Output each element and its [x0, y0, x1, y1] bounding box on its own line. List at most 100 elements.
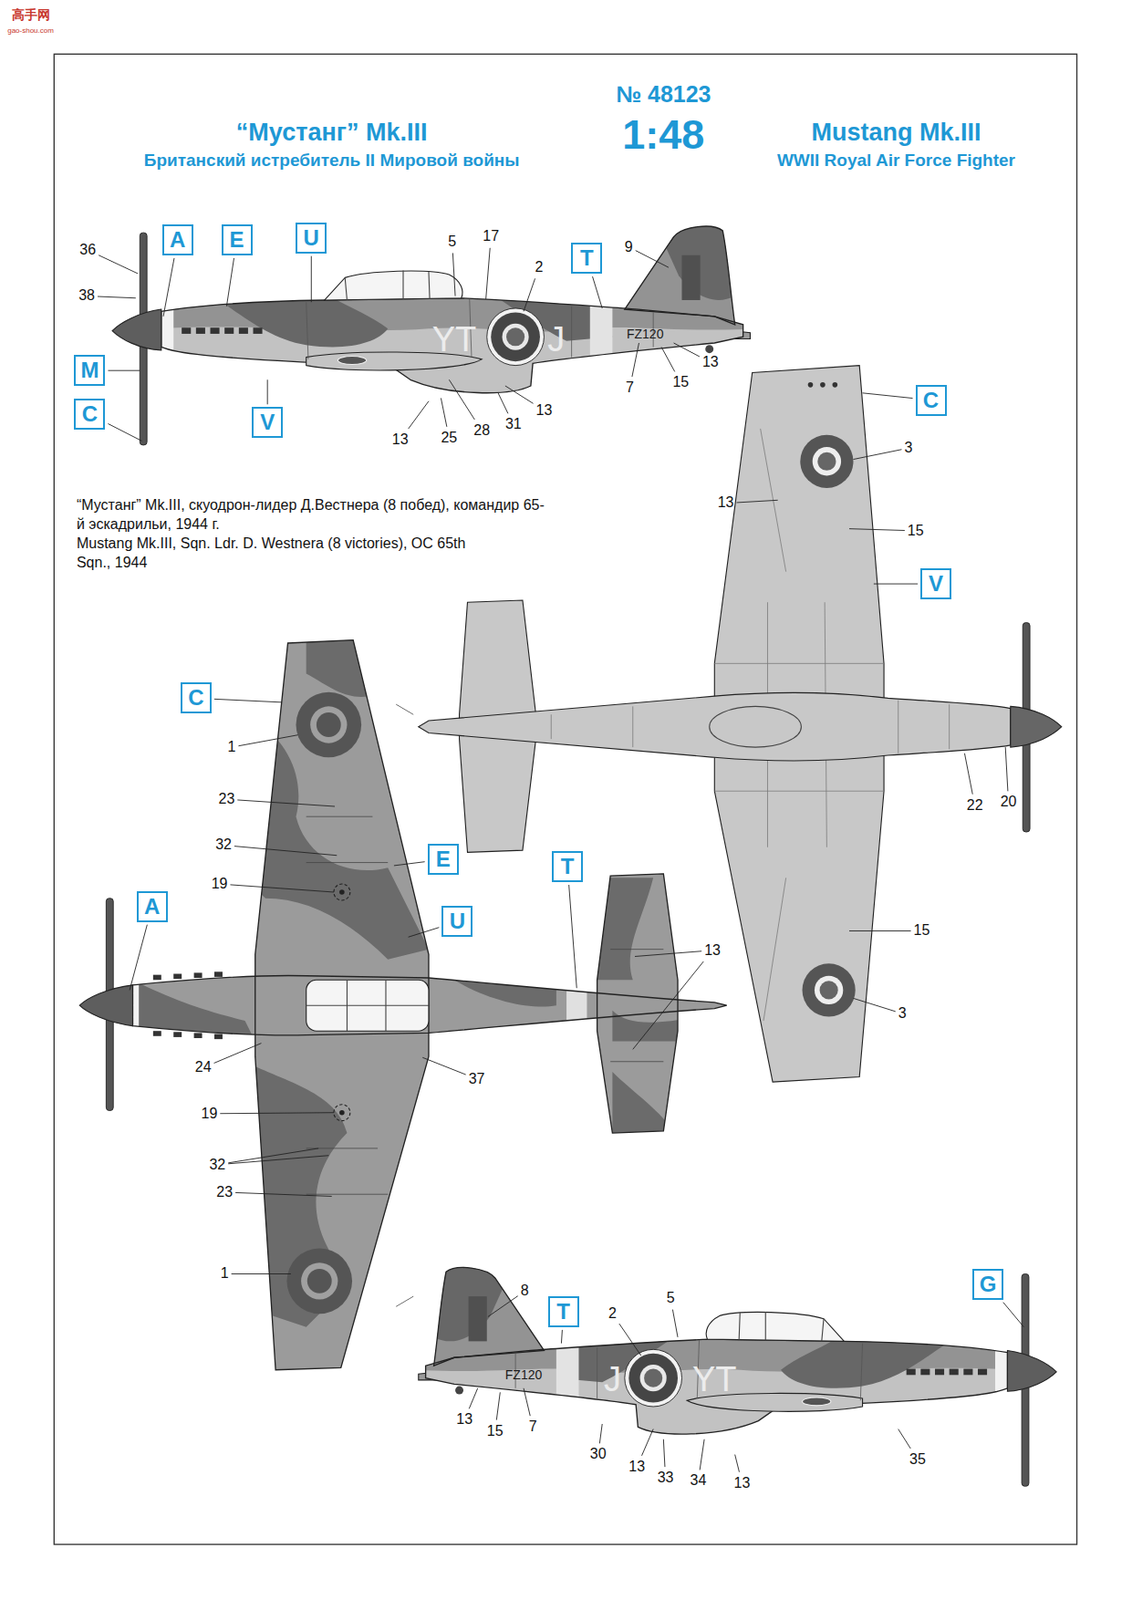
- letter-callout-box: E: [427, 843, 459, 875]
- letter-callout-box: C: [73, 398, 105, 430]
- tailplane-outline: [597, 873, 678, 1133]
- exhaust: [173, 1031, 182, 1038]
- letter-callout-box: G: [972, 1268, 1004, 1300]
- callout-letter: C: [922, 386, 941, 415]
- leader-line: [486, 248, 491, 300]
- english-title: Mustang Mk.III: [810, 118, 981, 147]
- leader-line: [238, 735, 298, 747]
- exhaust-stacks: [181, 327, 262, 334]
- leader-line: [1003, 1302, 1025, 1328]
- letter-callout-box: V: [920, 568, 952, 600]
- leader-line: [107, 424, 142, 442]
- leader-line: [488, 1296, 519, 1318]
- callout-number: 31: [505, 415, 522, 433]
- leader-line: [228, 1148, 319, 1164]
- leader-line: [898, 1429, 912, 1449]
- callout-number: 38: [78, 287, 95, 304]
- callout-letter: G: [978, 1270, 997, 1299]
- exhaust: [214, 1034, 223, 1040]
- caption-text-english: Mustang Mk.III, Sqn. Ldr. D. Westnera (8…: [76, 533, 469, 572]
- leader-line: [599, 1423, 603, 1444]
- light: [808, 382, 814, 388]
- exhaust: [224, 327, 234, 334]
- leader-line: [873, 583, 918, 585]
- letter-callout-box: E: [221, 224, 253, 256]
- roundel-ring: [310, 706, 347, 743]
- leader-line: [231, 1273, 291, 1275]
- roundel-ring: [799, 435, 853, 489]
- callout-number: 8: [520, 1282, 530, 1299]
- leader-line: [234, 846, 337, 856]
- callout-number: 23: [218, 790, 236, 808]
- letter-callout-box: C: [180, 682, 212, 714]
- callout-number: 30: [590, 1445, 607, 1463]
- leader-line: [452, 252, 456, 296]
- leader-line: [737, 499, 779, 503]
- leader-line: [735, 1454, 740, 1473]
- callout-number: 17: [482, 228, 499, 245]
- callout-number: 22: [966, 797, 984, 814]
- leader-line: [523, 278, 536, 312]
- leader-line: [569, 884, 578, 988]
- callout-number: 19: [200, 1105, 218, 1122]
- callout-number: 32: [208, 1156, 226, 1174]
- squadron-code: YT: [432, 320, 478, 361]
- letter-callout-box: T: [571, 242, 603, 274]
- roundel-ring: [490, 311, 541, 362]
- leader-line: [129, 924, 147, 991]
- fuselage-outline: [132, 976, 727, 1036]
- leader-line: [229, 884, 333, 893]
- letter-callout-box: A: [162, 224, 194, 256]
- side-profile-right: [413, 1260, 1057, 1486]
- letter-callout-box: U: [295, 222, 327, 254]
- exhaust: [210, 327, 220, 334]
- roundel-centre: [817, 452, 836, 471]
- roundel-ring: [301, 1262, 338, 1299]
- leader-line: [505, 385, 534, 404]
- callout-letter: T: [554, 1298, 573, 1326]
- callout-number: 20: [1000, 793, 1018, 811]
- leader-line: [228, 1155, 329, 1164]
- callout-number: 34: [689, 1472, 707, 1489]
- leader-line: [214, 698, 282, 703]
- serial-number: FZ120: [505, 1367, 542, 1382]
- callout-number: 32: [215, 836, 232, 853]
- callout-number: 13: [536, 402, 553, 419]
- wing-roundel: [802, 963, 856, 1017]
- leader-line: [849, 529, 905, 531]
- wing-roundel: [337, 356, 366, 365]
- fuel-cap: [339, 1110, 345, 1116]
- caption-text: “Мустанг” Mk.III, скуодрон-лидер Д.Вестн…: [76, 495, 551, 534]
- aircraft-letter: J: [603, 1360, 622, 1401]
- roundel-ring: [814, 976, 843, 1005]
- exhaust: [194, 972, 203, 978]
- light: [820, 382, 826, 388]
- callout-number: 25: [440, 429, 457, 447]
- leader-line: [408, 927, 440, 938]
- callout-number: 2: [608, 1305, 617, 1322]
- fuel-cap: [333, 1104, 351, 1122]
- leader-line: [448, 379, 475, 420]
- leader-line: [635, 250, 669, 269]
- panel-lines: [306, 704, 665, 1307]
- callout-number: 15: [672, 373, 689, 391]
- callout-letter: A: [143, 893, 162, 921]
- underside-plan: [418, 365, 1062, 1083]
- roundel-centre: [307, 1268, 333, 1294]
- leader-line: [235, 1192, 333, 1196]
- english-subtitle: WWII Royal Air Force Fighter: [777, 150, 1016, 171]
- callout-number: 13: [456, 1411, 473, 1428]
- callout-number: 24: [195, 1059, 212, 1076]
- callout-number: 19: [211, 875, 229, 893]
- leader-line: [311, 256, 312, 303]
- leader-line: [699, 1439, 705, 1471]
- subtitle: Британский истребитель II Мировой войны: [144, 150, 520, 171]
- letter-callout-box: T: [548, 1296, 580, 1328]
- sky-band: [566, 969, 587, 1041]
- exhaust: [194, 1032, 203, 1039]
- leader-line: [619, 1323, 642, 1356]
- leader-line: [592, 276, 603, 309]
- leader-line: [496, 1391, 500, 1420]
- leader-line: [642, 1429, 655, 1456]
